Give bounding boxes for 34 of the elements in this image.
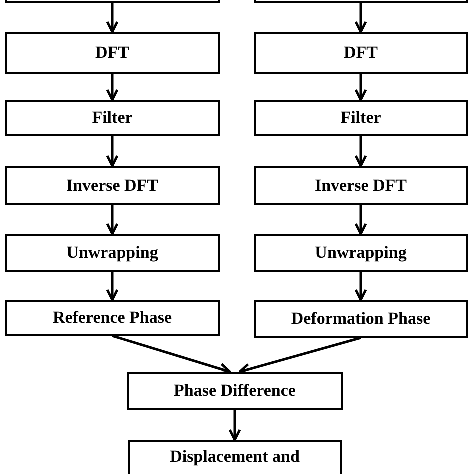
process-box (5, 300, 220, 336)
step-label: Unwrapping (315, 242, 407, 264)
process-box (254, 32, 468, 74)
step-label: Inverse DFT (314, 174, 408, 196)
step-label: Reference Phase (52, 307, 172, 329)
arrow (354, 74, 368, 102)
process-box (5, 100, 220, 136)
step-label: DFT (96, 42, 130, 64)
process-box (254, 234, 468, 272)
step-label: Inverse DFT (66, 174, 159, 196)
process-box (127, 372, 343, 410)
arrow (228, 410, 242, 442)
step-label: Filter (340, 107, 382, 129)
arrow (354, 272, 368, 302)
process-box (254, 300, 468, 338)
step-label: Unwrapping (66, 242, 158, 264)
arrow (106, 272, 119, 302)
arrow (106, 3, 119, 34)
arrow (106, 205, 119, 236)
process-box (5, 234, 220, 272)
arrow (106, 136, 119, 168)
process-box (5, 166, 220, 205)
arrow (354, 3, 368, 34)
step-label: Phase Difference (174, 380, 296, 402)
step-label: Filter (92, 107, 133, 129)
arrow (354, 136, 368, 168)
arrow (354, 205, 368, 236)
step-label: Deformation Phase (291, 308, 431, 330)
process-box (254, 166, 468, 205)
step-label: DFT (344, 42, 378, 64)
process-box (5, 32, 220, 74)
step-label: Displacement and (170, 446, 300, 468)
arrow (106, 74, 119, 102)
process-box (254, 100, 468, 136)
